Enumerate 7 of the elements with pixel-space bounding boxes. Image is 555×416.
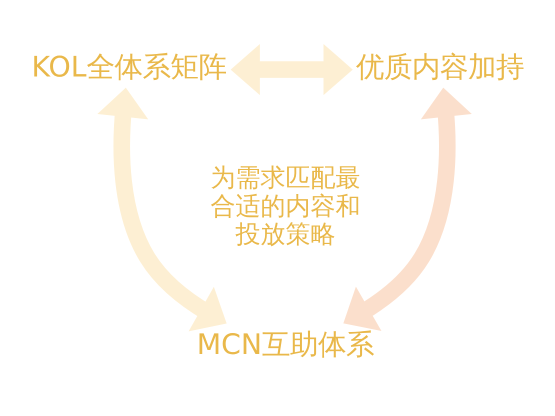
- node-text: MCN互助体系: [196, 328, 374, 361]
- arrow: [97, 87, 227, 331]
- node-text: 为需求匹配最合适的内容和投放策略: [210, 162, 360, 248]
- arrow: [343, 87, 472, 330]
- arrow: [230, 43, 353, 95]
- node-text: KOL全体系矩阵: [32, 50, 227, 83]
- node-text: 优质内容加持: [356, 50, 524, 83]
